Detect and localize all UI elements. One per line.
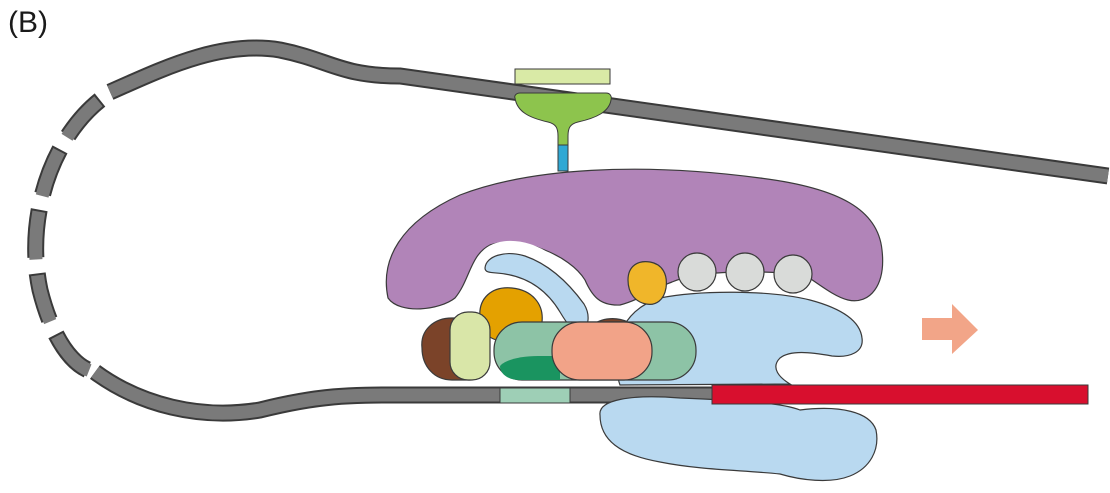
- tfiif-subunit: [628, 262, 666, 305]
- ctd-repeat-1: [678, 253, 716, 291]
- ctd-repeat-2: [726, 253, 764, 291]
- dna-loop: [36, 100, 100, 372]
- ctd-repeat-3: [774, 255, 812, 293]
- transcription-direction-arrow-icon: [922, 304, 978, 354]
- enhancer-region: [515, 69, 610, 84]
- dna-loop-fill: [36, 100, 100, 372]
- dna-upper-arm-fill: [110, 48, 1108, 176]
- tfiib-subunit: [450, 312, 490, 380]
- activator-head: [515, 93, 612, 148]
- tfiih-subunit: [552, 322, 652, 380]
- ctd-repeats: [678, 253, 812, 293]
- rna-transcript: [712, 385, 1088, 404]
- activator-protein: [515, 93, 612, 171]
- pol2-lower-lobe: [600, 397, 877, 481]
- activator-linker: [558, 145, 568, 171]
- promoter-region: [500, 388, 570, 403]
